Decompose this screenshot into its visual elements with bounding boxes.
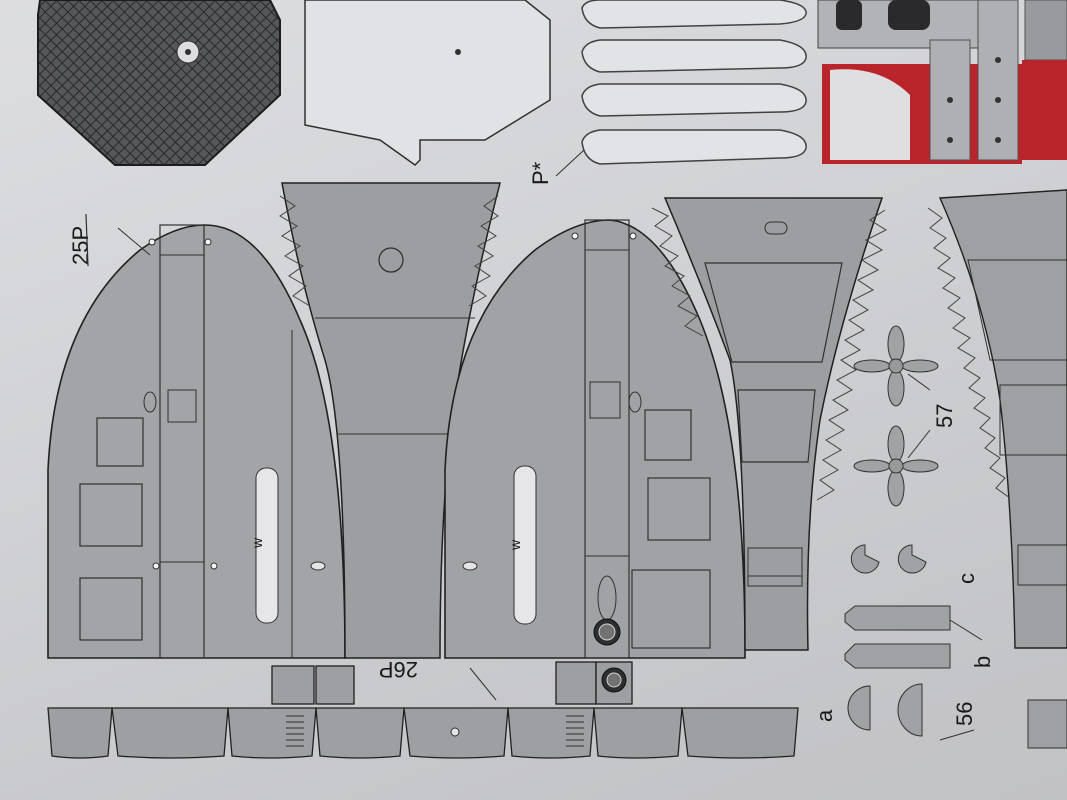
label-25p: 25P — [68, 226, 93, 265]
flared-piece-right — [651, 197, 888, 651]
bottom-strip-ticks — [286, 715, 584, 747]
pieces-c — [850, 544, 927, 574]
blade-strips — [581, 0, 807, 165]
pieces-b — [844, 605, 951, 669]
label-57: 57 — [932, 404, 957, 428]
panel-25p — [47, 224, 346, 659]
label-26p: 26P — [379, 657, 418, 682]
flared-piece-left — [279, 182, 501, 659]
label-p-star: P* — [528, 161, 553, 185]
propeller-parts — [853, 325, 939, 507]
blank-octagon-part — [304, 0, 551, 166]
mesh-octagon-part — [37, 0, 281, 166]
label-a: a — [812, 709, 837, 722]
panel-26p — [444, 219, 746, 659]
bottom-strip — [47, 661, 799, 759]
far-right-partial-piece — [927, 189, 1067, 749]
mark-w-left: w — [249, 537, 265, 549]
pieces-a — [847, 683, 923, 737]
label-b: b — [970, 656, 995, 668]
top-right-pieces — [817, 0, 1067, 164]
label-56: 56 — [952, 702, 977, 726]
label-c: c — [954, 573, 979, 584]
mark-w-right: w — [507, 539, 523, 551]
